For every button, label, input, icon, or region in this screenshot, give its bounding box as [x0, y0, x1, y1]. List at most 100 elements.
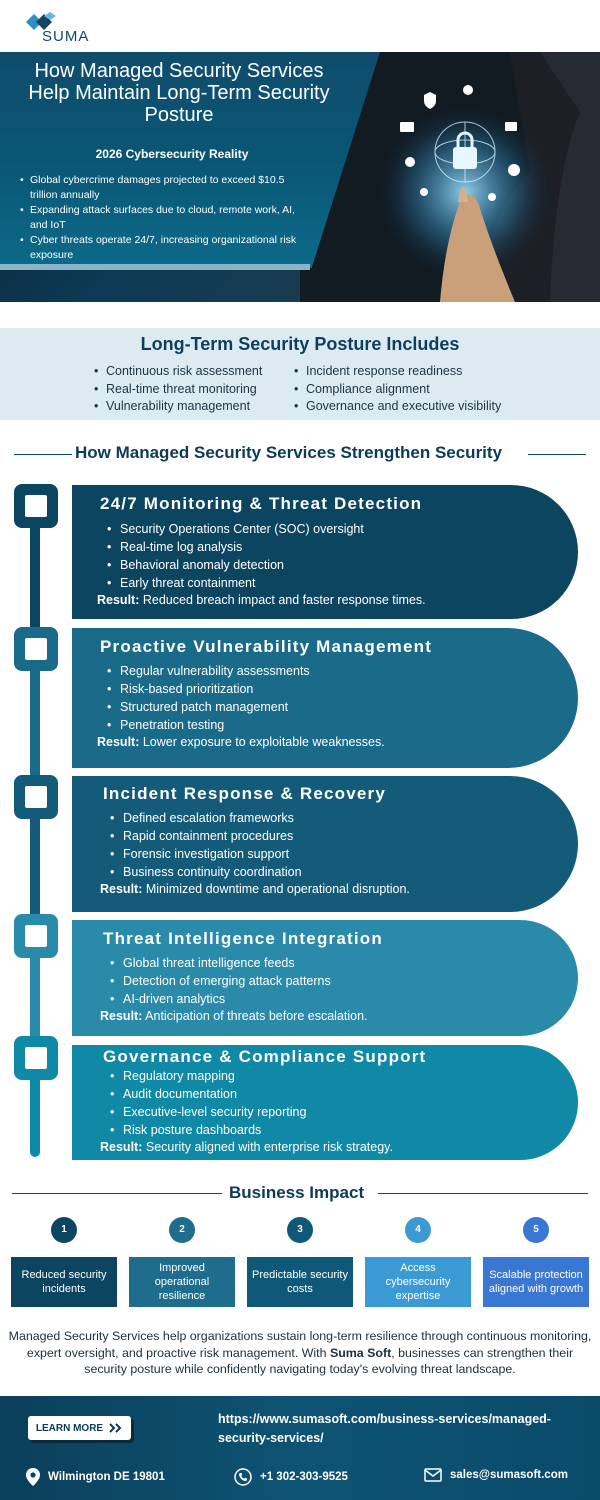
strengthen-heading: How Managed Security Services Strengthen… — [75, 443, 503, 462]
posture-item: Vulnerability management — [92, 398, 262, 416]
brand-name: SUMA — [42, 28, 90, 45]
hero-bullet: Cyber threats operate 24/7, increasing o… — [18, 233, 308, 263]
card-list: Global threat intelligence feeds Detecti… — [109, 954, 331, 1008]
posture-list-left: Continuous risk assessment Real-time thr… — [92, 363, 262, 416]
timeline-rail — [30, 785, 40, 935]
card-result: Result: Anticipation of threats before e… — [100, 1009, 368, 1023]
hero-bullets: Global cybercrime damages projected to e… — [18, 173, 308, 263]
impact-item: Access cybersecurity expertise — [365, 1257, 471, 1307]
heading-rule — [12, 1193, 222, 1194]
card-item: Audit documentation — [109, 1085, 306, 1103]
card-item: Behavioral anomaly detection — [106, 556, 364, 574]
card-title: Proactive Vulnerability Management — [100, 637, 433, 656]
page-title: How Managed Security Services Help Maint… — [28, 60, 330, 126]
learn-more-button[interactable]: LEARN MORE — [28, 1416, 131, 1440]
posture-title: Long-Term Security Posture Includes — [140, 334, 460, 354]
card-item: Regulatory mapping — [109, 1067, 306, 1085]
summary-brand: Suma Soft — [329, 1345, 392, 1360]
card-item: Rapid containment procedures — [109, 827, 302, 845]
suma-logo-icon — [26, 12, 56, 30]
timeline-node — [14, 484, 58, 528]
double-chevron-right-icon — [109, 1423, 122, 1433]
timeline-rail — [30, 640, 40, 790]
card-item: Executive-level security reporting — [109, 1103, 306, 1121]
card-list: Regulatory mapping Audit documentation E… — [109, 1067, 306, 1139]
posture-item: Governance and executive visibility — [292, 398, 501, 416]
service-card-governance: Governance & Compliance Support Regulato… — [72, 1045, 578, 1160]
hero-accent-stripe — [0, 264, 310, 270]
heading-rule — [14, 454, 72, 455]
card-item: Business continuity coordination — [109, 863, 302, 881]
card-title: Threat Intelligence Integration — [103, 929, 383, 948]
card-title: Governance & Compliance Support — [103, 1047, 427, 1066]
location-pin-icon — [26, 1468, 40, 1486]
footer-url-link[interactable]: https://www.sumasoft.com/business-servic… — [218, 1412, 551, 1445]
heading-rule — [378, 1193, 588, 1194]
security-hand-illustration — [300, 52, 600, 302]
timeline-rail — [30, 930, 40, 1045]
timeline-rail — [30, 1045, 40, 1157]
impact-heading: Business Impact — [229, 1183, 365, 1202]
card-item: Security Operations Center (SOC) oversig… — [106, 520, 364, 538]
card-result: Result: Lower exposure to exploitable we… — [97, 735, 385, 749]
hero-bullet: Expanding attack surfaces due to cloud, … — [18, 203, 308, 233]
card-result: Result: Reduced breach impact and faster… — [97, 593, 426, 607]
impact-number: 1 — [51, 1217, 77, 1243]
card-list: Security Operations Center (SOC) oversig… — [106, 520, 364, 592]
card-item: Detection of emerging attack patterns — [109, 972, 331, 990]
posture-item: Continuous risk assessment — [92, 363, 262, 381]
posture-item: Real-time threat monitoring — [92, 381, 262, 399]
card-item: Risk posture dashboards — [109, 1121, 306, 1139]
card-item: Real-time log analysis — [106, 538, 364, 556]
card-item: Structured patch management — [106, 698, 310, 716]
posture-item: Incident response readiness — [292, 363, 501, 381]
summary-paragraph: Managed Security Services help organizat… — [8, 1329, 592, 1376]
card-title: Incident Response & Recovery — [103, 784, 387, 803]
timeline-node — [14, 627, 58, 671]
heading-rule — [528, 454, 586, 455]
impact-number: 4 — [405, 1217, 431, 1243]
location-text: Wilmington DE 19801 — [48, 1471, 165, 1483]
footer-email[interactable]: sales@sumasoft.com — [424, 1468, 568, 1482]
card-item: Early threat containment — [106, 574, 364, 592]
phone-icon — [234, 1468, 252, 1486]
posture-list-right: Incident response readiness Compliance a… — [292, 363, 501, 416]
timeline-rail — [30, 500, 40, 650]
impact-item: Predictable security costs — [247, 1257, 353, 1307]
card-list: Defined escalation frameworks Rapid cont… — [109, 809, 302, 881]
card-item: Penetration testing — [106, 716, 310, 734]
service-card-monitoring: 24/7 Monitoring & Threat Detection Secur… — [72, 485, 578, 619]
impact-item: Scalable protection aligned with growth — [483, 1257, 589, 1307]
phone-text: +1 302-303-9525 — [260, 1471, 348, 1483]
card-result: Result: Security aligned with enterprise… — [100, 1140, 393, 1154]
impact-number: 3 — [287, 1217, 313, 1243]
posture-item: Compliance alignment — [292, 381, 501, 399]
card-item: Risk-based prioritization — [106, 680, 310, 698]
suma-logo[interactable]: SUMA — [26, 12, 96, 46]
card-item: Defined escalation frameworks — [109, 809, 302, 827]
footer-phone[interactable]: +1 302-303-9525 — [234, 1468, 348, 1486]
card-item: Forensic investigation support — [109, 845, 302, 863]
timeline-node — [14, 914, 58, 958]
email-text: sales@sumasoft.com — [450, 1469, 568, 1481]
hero-bullet: Global cybercrime damages projected to e… — [18, 173, 308, 203]
timeline-node — [14, 775, 58, 819]
service-card-threat-intelligence: Threat Intelligence Integration Global t… — [72, 920, 578, 1036]
card-item: AI-driven analytics — [109, 990, 331, 1008]
service-card-incident-response: Incident Response & Recovery Defined esc… — [72, 776, 578, 912]
card-list: Regular vulnerability assessments Risk-b… — [106, 662, 310, 734]
service-card-vulnerability: Proactive Vulnerability Management Regul… — [72, 628, 578, 768]
card-item: Global threat intelligence feeds — [109, 954, 331, 972]
card-result: Result: Minimized downtime and operation… — [100, 882, 410, 896]
impact-number: 2 — [169, 1217, 195, 1243]
card-title: 24/7 Monitoring & Threat Detection — [100, 494, 423, 513]
learn-more-label: LEARN MORE — [35, 1422, 104, 1434]
impact-item: Improved operational resilience — [129, 1257, 235, 1307]
card-item: Regular vulnerability assessments — [106, 662, 310, 680]
footer — [0, 1396, 600, 1500]
footer-location: Wilmington DE 19801 — [26, 1468, 165, 1486]
impact-number: 5 — [523, 1217, 549, 1243]
hero-subtitle: 2026 Cybersecurity Reality — [95, 147, 249, 161]
timeline-node — [14, 1036, 58, 1080]
impact-item: Reduced security incidents — [11, 1257, 117, 1307]
